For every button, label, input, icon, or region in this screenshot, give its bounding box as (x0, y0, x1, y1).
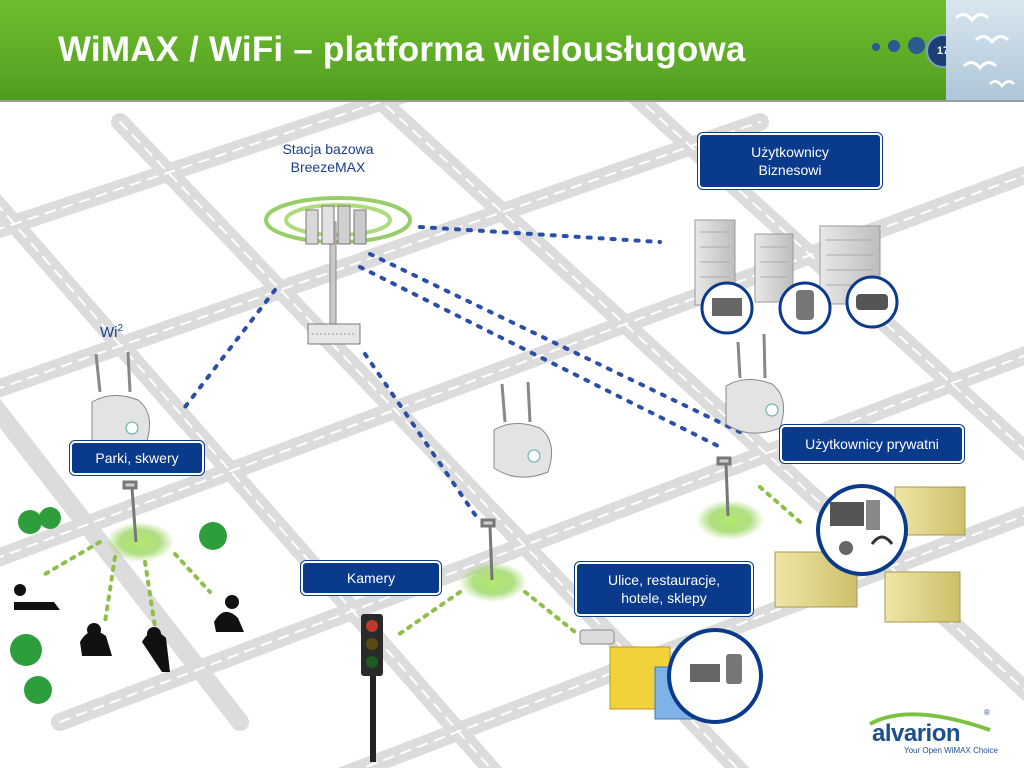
people-with-laptops (14, 584, 244, 672)
base-station-label: Stacja bazowa BreezeMAX (262, 140, 394, 176)
access-point-wi2 (91, 351, 151, 450)
cameras-label: Kamery (301, 561, 441, 595)
decor-dot-medium (888, 40, 900, 52)
hotspot-private (696, 500, 764, 540)
parks-text: Parki, skwery (95, 450, 179, 466)
access-point-business (725, 333, 785, 434)
logo-wordmark: alvarion (872, 720, 961, 747)
streets-line1: Ulice, restauracje, (607, 572, 721, 588)
decor-dot-small (872, 43, 880, 51)
birds-image (946, 0, 1024, 100)
business-buildings (694, 219, 899, 335)
business-users-label: Użytkownicy Biznesowi (698, 133, 882, 189)
slide-header: WiMAX / WiFi – platforma wielousługowa 1… (0, 0, 1024, 102)
street-lamp-icons (122, 456, 732, 581)
camera-icon (579, 629, 615, 645)
cameras-text: Kamery (346, 570, 396, 586)
wi2-label: Wi2 (100, 320, 123, 342)
private-users-label: Użytkownicy prywatni (780, 425, 964, 463)
wi2-label-superscript: 2 (117, 323, 124, 334)
logo-tagline: Your Open WiMAX Choice (904, 746, 998, 755)
decor-dot-large (908, 37, 925, 54)
network-diagram (0, 102, 1024, 768)
private-houses (774, 484, 966, 623)
slide-title: WiMAX / WiFi – platforma wielousługowa (58, 30, 746, 69)
wi2-label-text: Wi (100, 324, 118, 341)
hotspot-street (459, 562, 527, 602)
access-point-center (493, 381, 553, 478)
base-station-label-line2: BreezeMAX (290, 159, 366, 175)
hotspot-park (106, 522, 174, 562)
parks-label: Parki, skwery (70, 441, 204, 475)
shop-buildings (579, 628, 763, 724)
alvarion-logo: alvarion Your Open WiMAX Choice ® (866, 706, 1006, 762)
business-users-line2: Biznesowi (758, 162, 822, 178)
logo-registered-mark: ® (984, 708, 990, 717)
birds-icon (954, 13, 1015, 89)
alvarion-swoosh-icon (869, 712, 991, 732)
business-users-line1: Użytkownicy (751, 144, 829, 160)
traffic-light-icon (361, 614, 383, 762)
park-trees (10, 507, 227, 704)
base-station-tower (264, 196, 412, 345)
wireless-links (38, 225, 802, 639)
streets-label: Ulice, restauracje, hotele, sklepy (575, 562, 753, 616)
streets-line2: hotele, sklepy (621, 590, 707, 606)
base-station-label-line1: Stacja bazowa (282, 141, 374, 157)
private-users-text: Użytkownicy prywatni (805, 436, 939, 452)
